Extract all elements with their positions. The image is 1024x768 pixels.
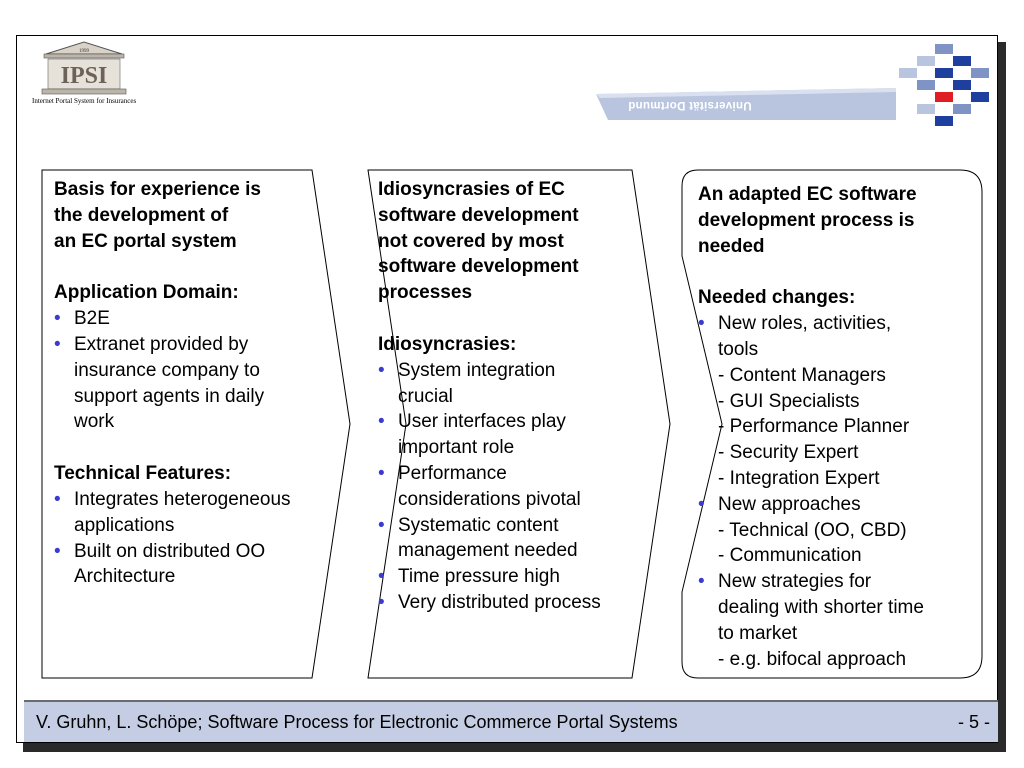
bullet-list: • B2E • Extranet provided by insurance c… bbox=[54, 306, 354, 435]
bullet-icon: • bbox=[378, 566, 385, 588]
panel-1-outline bbox=[41, 169, 351, 679]
list-item: • System integration crucial bbox=[378, 359, 556, 407]
list-item: • Systematic content management needed bbox=[378, 514, 578, 562]
slide bbox=[16, 35, 998, 743]
list-item: • Performance considerations pivotal bbox=[378, 462, 581, 510]
bullet-icon: • bbox=[378, 514, 385, 536]
bullet-icon: • bbox=[698, 571, 705, 593]
section-heading: Application Domain: bbox=[54, 282, 239, 304]
panel-experience-basis: Basis for experience is the development … bbox=[54, 177, 354, 590]
bullet-icon: • bbox=[378, 462, 385, 484]
list-item: • B2E bbox=[54, 306, 354, 332]
list-item: • Extranet provided by insurance company… bbox=[54, 333, 265, 433]
bullet-icon: • bbox=[378, 411, 385, 433]
list-item: • Integrates heterogeneous applications bbox=[54, 488, 291, 536]
panel-3-outline bbox=[681, 169, 983, 679]
bullet-icon: • bbox=[698, 493, 705, 515]
bullet-list: • System integration crucial • User inte… bbox=[378, 358, 678, 616]
sub-item: - Integration Expert bbox=[718, 467, 880, 489]
bullet-icon: • bbox=[54, 308, 61, 330]
panel-heading: Basis for experience is the development … bbox=[54, 179, 261, 252]
sub-item: - Performance Planner bbox=[718, 416, 910, 438]
footer-citation: V. Gruhn, L. Schöpe; Software Process fo… bbox=[36, 712, 678, 732]
list-item: • New approaches - Technical (OO, CBD) -… bbox=[698, 492, 998, 569]
bullet-icon: • bbox=[54, 333, 61, 355]
sub-item: - e.g. bifocal approach bbox=[718, 648, 907, 670]
bullet-icon: • bbox=[378, 591, 385, 613]
list-item: • Very distributed process bbox=[378, 590, 678, 616]
bullet-icon: • bbox=[54, 540, 61, 562]
section-heading: Technical Features: bbox=[54, 463, 232, 485]
sub-item: - GUI Specialists bbox=[718, 390, 860, 412]
panel-heading: Idiosyncrasies of EC software developmen… bbox=[378, 179, 579, 304]
university-band bbox=[596, 88, 896, 120]
sub-item: - Security Expert bbox=[718, 442, 859, 464]
panel-heading: An adapted EC software development proce… bbox=[698, 184, 917, 257]
list-item: • New strategies for dealing with shorte… bbox=[698, 569, 998, 672]
ipsi-logo: 1999 IPSI bbox=[41, 41, 127, 95]
page-number: - 5 - bbox=[957, 712, 990, 732]
panel-2-outline bbox=[367, 169, 671, 679]
logo-caption: Internet Portal System for Insurances bbox=[32, 97, 137, 105]
bullet-icon: • bbox=[378, 359, 385, 381]
svg-text:1999: 1999 bbox=[79, 49, 90, 54]
list-item: • New roles, activities, tools - Content… bbox=[698, 311, 998, 492]
sub-item: - Technical (OO, CBD) bbox=[718, 519, 907, 541]
bullet-list: • New roles, activities, tools - Content… bbox=[698, 311, 998, 672]
university-logo-icon bbox=[899, 44, 989, 126]
section-heading: Needed changes: bbox=[698, 287, 856, 309]
list-item: • Built on distributed OO Architecture bbox=[54, 540, 266, 588]
section-heading: Idiosyncrasies: bbox=[378, 333, 517, 355]
slide-footer: V. Gruhn, L. Schöpe; Software Process fo… bbox=[24, 700, 998, 742]
sub-item: - Content Managers bbox=[718, 364, 886, 386]
bullet-list: • Integrates heterogeneous applications … bbox=[54, 487, 354, 590]
sub-item: - Communication bbox=[718, 545, 862, 567]
bullet-icon: • bbox=[54, 488, 61, 510]
bullet-icon: • bbox=[698, 313, 705, 335]
panel-needed-changes: An adapted EC software development proce… bbox=[698, 182, 998, 672]
list-item: • User interfaces play important role bbox=[378, 411, 566, 459]
panel-idiosyncrasies: Idiosyncrasies of EC software developmen… bbox=[378, 177, 678, 616]
list-item: • Time pressure high bbox=[378, 564, 678, 590]
svg-text:IPSI: IPSI bbox=[61, 63, 108, 89]
